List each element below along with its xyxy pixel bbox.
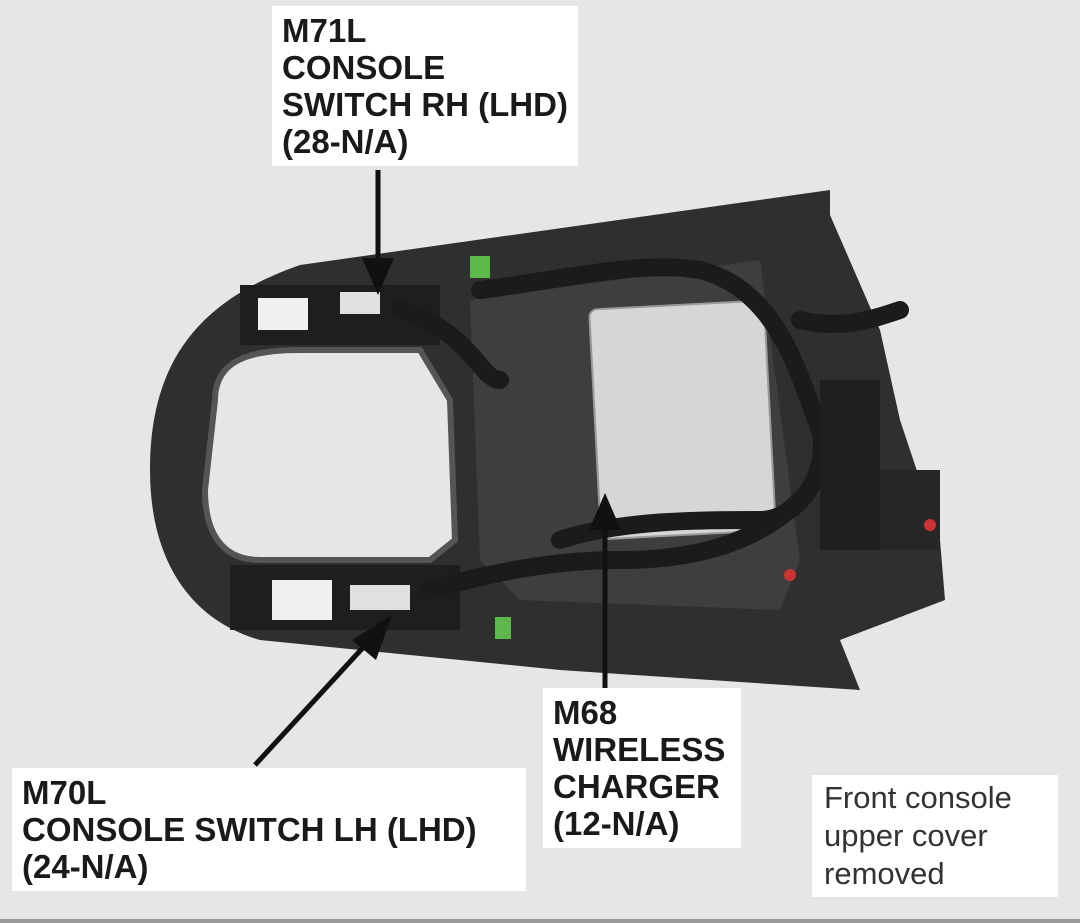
label-line: CONSOLE <box>282 49 446 86</box>
arrow-m70l <box>253 615 392 767</box>
bottom-divider <box>0 919 1080 923</box>
label-line: CHARGER <box>553 768 720 805</box>
label-m71l-console-switch-rh: M71L CONSOLE SWITCH RH (LHD) (28-N/A) <box>272 6 578 166</box>
note-cover-removed: Front console upper cover removed <box>812 775 1058 897</box>
note-line: removed <box>824 856 945 891</box>
label-line: (24-N/A) <box>22 848 149 885</box>
label-m68-wireless-charger: M68 WIRELESS CHARGER (12-N/A) <box>543 688 741 848</box>
wire-harness <box>391 258 909 599</box>
label-line: M71L <box>282 12 367 49</box>
label-line: WIRELESS <box>553 731 726 768</box>
wireless-charger-module <box>588 299 777 540</box>
note-line: upper cover <box>824 818 988 853</box>
label-line: (28-N/A) <box>282 123 409 160</box>
arrow-m68 <box>589 493 621 690</box>
label-line: CONSOLE SWITCH LH (LHD) <box>22 811 477 848</box>
label-line: M68 <box>553 694 618 731</box>
label-line: (12-N/A) <box>553 805 680 842</box>
label-line: SWITCH RH (LHD) <box>282 86 568 123</box>
label-m70l-console-switch-lh: M70L CONSOLE SWITCH LH (LHD) (24-N/A) <box>12 768 526 891</box>
label-line: M70L <box>22 774 107 811</box>
shifter-opening <box>201 347 459 563</box>
switch-module-lh <box>230 565 460 630</box>
note-line: Front console <box>824 780 1012 815</box>
arrow-m71l <box>362 170 394 295</box>
